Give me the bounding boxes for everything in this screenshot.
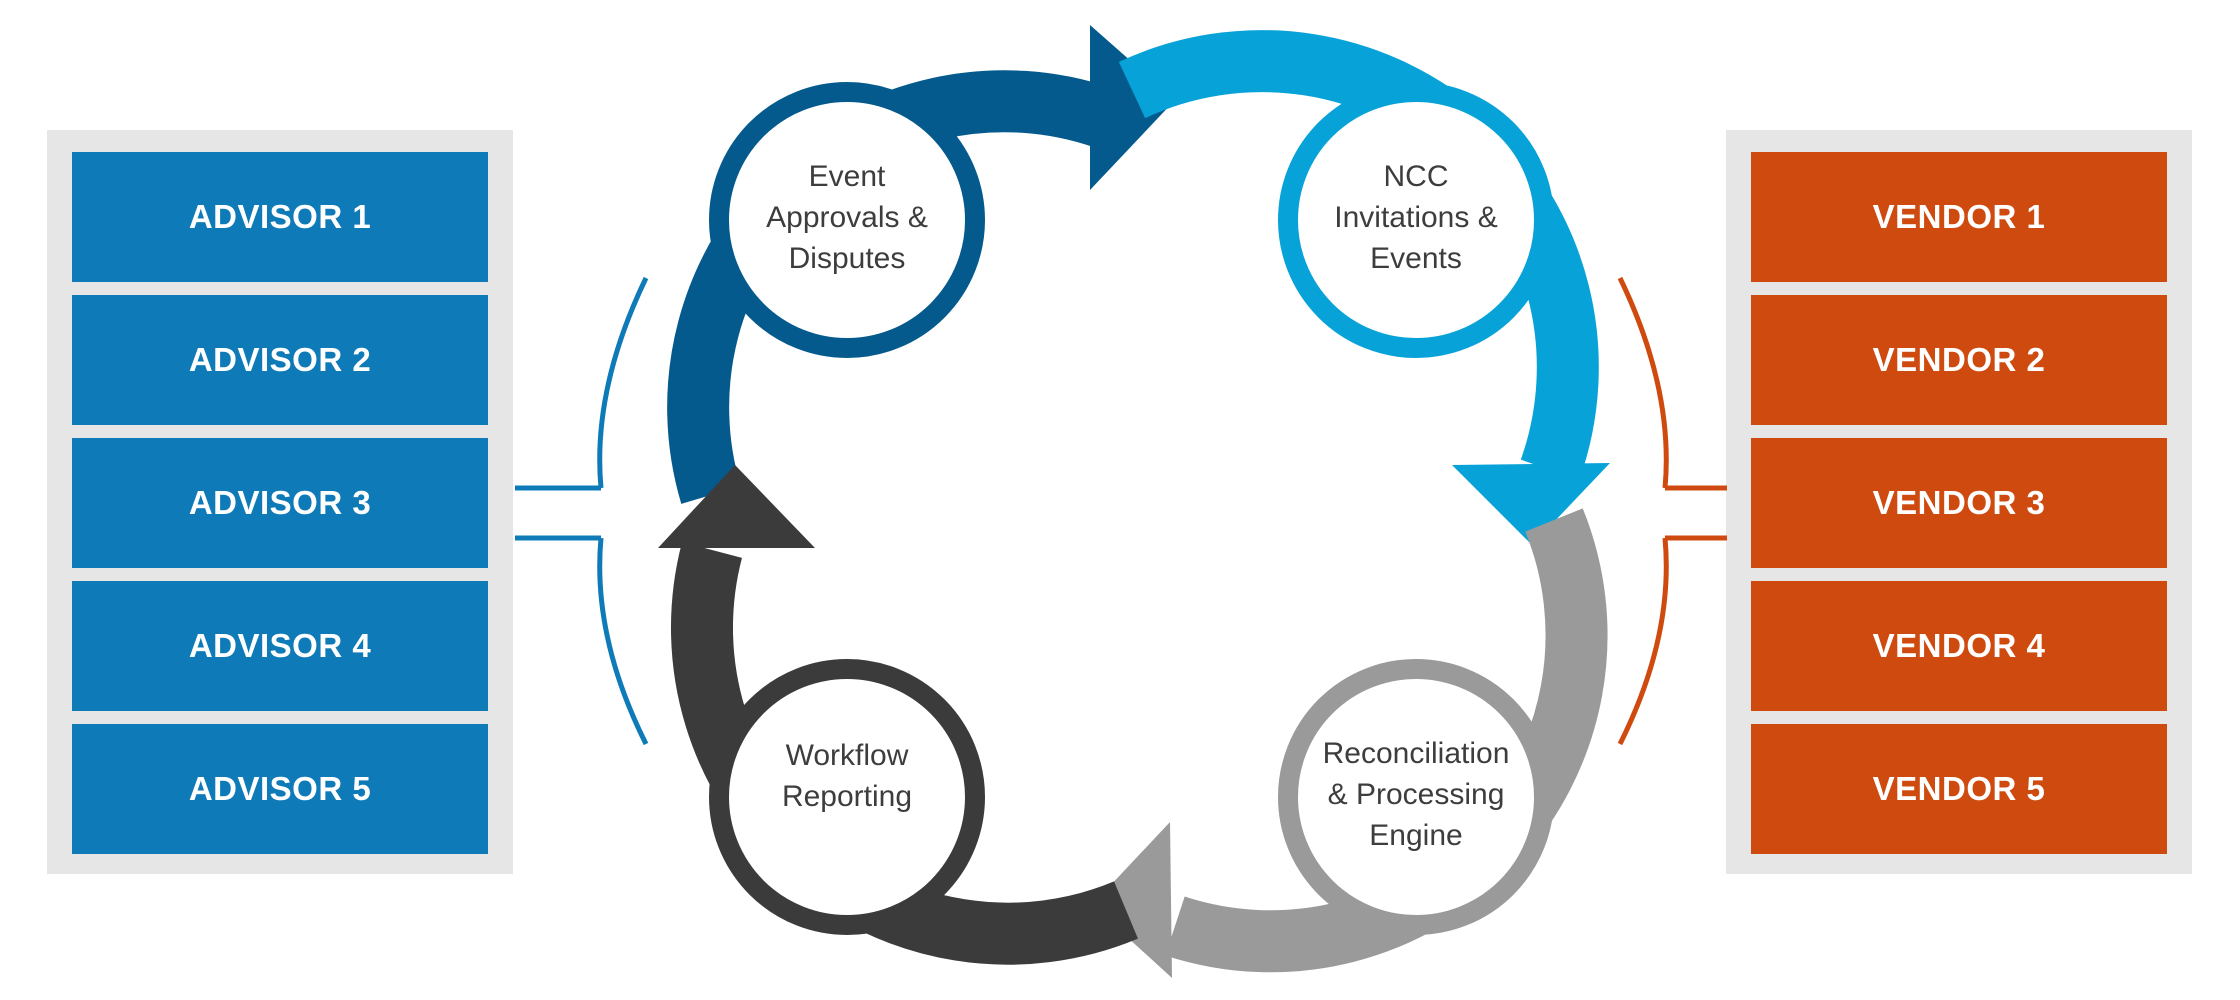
event-approvals-line-2: Approvals &	[766, 201, 928, 234]
vendor-3-tile[interactable]: VENDOR 3	[1751, 438, 2167, 568]
reconciliation-label: Reconciliation & Processing Engine	[1306, 733, 1526, 856]
advisor-1-tile[interactable]: ADVISOR 1	[72, 152, 488, 282]
reconciliation-line-3: Engine	[1369, 819, 1463, 852]
event-approvals-line-1: Event	[808, 160, 886, 193]
event-approvals-line-3: Disputes	[788, 242, 906, 275]
ncc-invitations-line-1: NCC	[1383, 160, 1449, 193]
advisor-5-tile[interactable]: ADVISOR 5	[72, 724, 488, 854]
vendor-5-tile[interactable]: VENDOR 5	[1751, 724, 2167, 854]
ncc-invitations-node[interactable]	[1278, 82, 1554, 358]
advisor-2-tile[interactable]: ADVISOR 2	[72, 295, 488, 425]
vendor-list: VENDOR 1 VENDOR 2 VENDOR 3 VENDOR 4 VEND…	[1751, 152, 2167, 854]
vendor-2-tile[interactable]: VENDOR 2	[1751, 295, 2167, 425]
vendor-1-tile[interactable]: VENDOR 1	[1751, 152, 2167, 282]
ncc-invitations-line-3: Events	[1370, 242, 1462, 275]
reconciliation-line-2: & Processing	[1327, 778, 1505, 811]
advisor-3-tile[interactable]: ADVISOR 3	[72, 438, 488, 568]
workflow-reporting-line-2: Reporting	[781, 780, 913, 813]
workflow-reporting-line-1: Workflow	[785, 739, 909, 772]
event-approvals-node[interactable]	[709, 82, 985, 358]
workflow-reporting-label: Workflow Reporting	[737, 735, 957, 817]
ncc-invitations-line-2: Invitations &	[1334, 201, 1498, 234]
advisor-connector	[515, 276, 649, 746]
workflow-reporting-node[interactable]	[709, 659, 985, 935]
advisor-list: ADVISOR 1 ADVISOR 2 ADVISOR 3 ADVISOR 4 …	[72, 152, 488, 854]
reconciliation-node[interactable]	[1278, 659, 1554, 935]
reconciliation-line-1: Reconciliation	[1322, 737, 1510, 770]
advisor-panel: ADVISOR 1 ADVISOR 2 ADVISOR 3 ADVISOR 4 …	[47, 130, 513, 874]
advisor-4-tile[interactable]: ADVISOR 4	[72, 581, 488, 711]
vendor-panel: VENDOR 1 VENDOR 2 VENDOR 3 VENDOR 4 VEND…	[1726, 130, 2192, 874]
ncc-invitations-label: NCC Invitations & Events	[1306, 156, 1526, 279]
vendor-4-tile[interactable]: VENDOR 4	[1751, 581, 2167, 711]
event-approvals-label: Event Approvals & Disputes	[737, 156, 957, 279]
vendor-connector	[1617, 276, 1727, 746]
